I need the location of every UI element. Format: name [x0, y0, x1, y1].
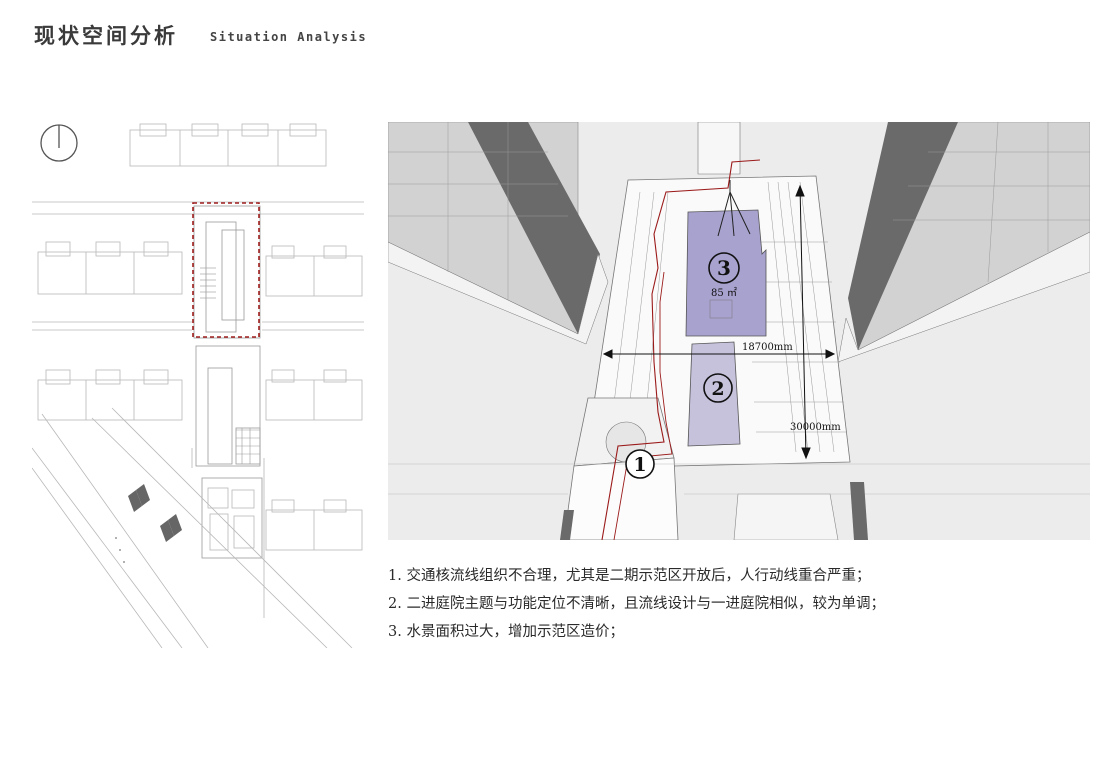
- note-item: 1. 交通核流线组织不合理，尤其是二期示范区开放后，人行动线重合严重；: [388, 568, 871, 584]
- circulation-path: [601, 159, 761, 540]
- zone-3-area-label: 85 ㎡: [711, 287, 737, 299]
- site-highlight-box: [192, 202, 260, 338]
- page-subtitle: Situation Analysis: [210, 30, 368, 44]
- page-title: 现状空间分析: [34, 24, 178, 48]
- note-item: 2. 二进庭院主题与功能定位不清晰，且流线设计与一进庭院相似，较为单调；: [388, 596, 885, 612]
- width-dimension-label: 18700mm: [742, 342, 793, 353]
- analysis-notes: 1. 交通核流线组织不合理，尤其是二期示范区开放后，人行动线重合严重； 2. 二…: [388, 562, 885, 646]
- note-item: 3. 水景面积过大，增加示范区造价；: [388, 624, 624, 640]
- zone-1-label: 1: [633, 454, 646, 476]
- zone-2-area: [687, 341, 741, 447]
- zone-3-area: [685, 209, 767, 337]
- site-plan: [32, 123, 364, 648]
- zone-2-marker: [703, 373, 733, 403]
- length-dimension-label: 30000mm: [790, 422, 841, 433]
- zone-1-marker: [625, 449, 655, 479]
- perspective-view: 3 85 ㎡ 2 1 18700mm 30000mm: [388, 122, 1090, 540]
- length-dimension-line: [799, 185, 807, 459]
- zone-3-label: 3: [717, 256, 731, 280]
- zone-3-marker: [708, 252, 740, 284]
- zone-2-label: 2: [711, 378, 724, 400]
